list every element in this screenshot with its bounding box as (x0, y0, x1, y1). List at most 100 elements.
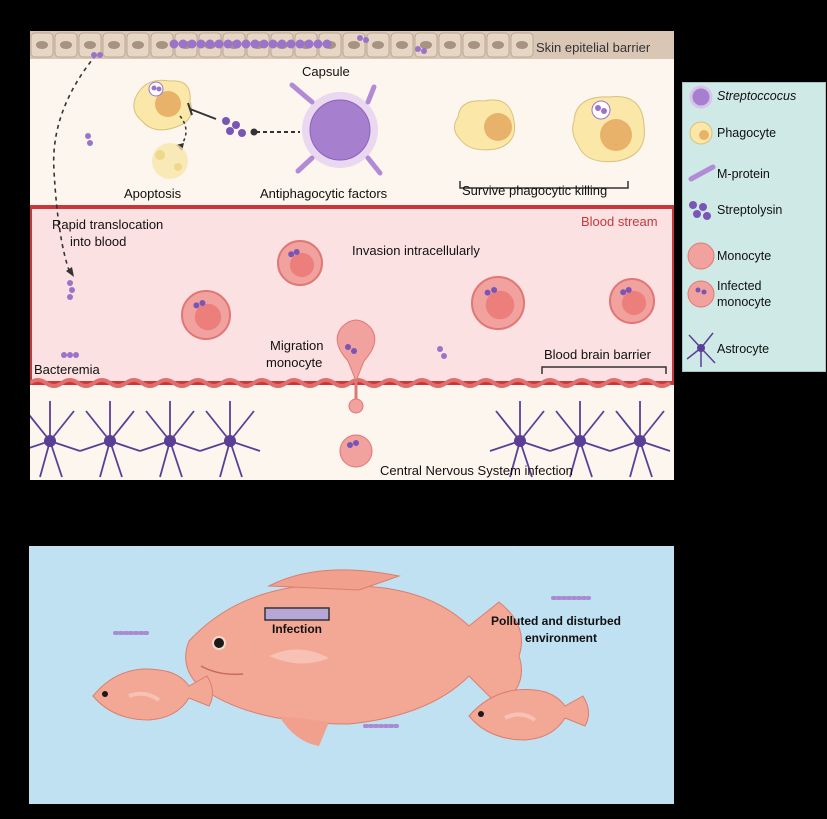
invasion-label: Invasion intracellularly (352, 243, 480, 258)
chain-bead (241, 39, 251, 49)
astrocyte-body (574, 435, 586, 447)
astrocyte-process (519, 410, 545, 442)
astrocyte-process (169, 410, 195, 442)
infected-monocyte-icon (687, 280, 715, 308)
chain-bead (196, 39, 206, 49)
legend-phagocyte: Phagocyte (717, 126, 777, 140)
skin-cell-nucleus (468, 41, 480, 49)
astrocyte-process (145, 410, 171, 442)
skin-cell-nucleus (108, 41, 120, 49)
chain-bead (169, 39, 179, 49)
astrocyte-process (159, 440, 171, 478)
astrocyte-process (569, 440, 581, 478)
astrocyte-process (555, 410, 581, 442)
astrocyte-process (579, 410, 605, 442)
chain-bead (250, 39, 260, 49)
free-bacteria (61, 35, 447, 359)
astrocyte-process (205, 410, 231, 442)
monocytes (181, 240, 655, 340)
legend-m-protein: M-protein (717, 167, 770, 181)
streptolysin-icon (689, 201, 711, 220)
legend: Streptoccocus Phagocyte M-protein Strept… (682, 82, 826, 372)
streptococcus-cell (309, 99, 371, 161)
infection-box (264, 607, 330, 621)
astrocyte-body (104, 435, 116, 447)
infection-label: Infection (272, 622, 322, 636)
chain-bead (223, 39, 233, 49)
skin-cell-nucleus (444, 41, 456, 49)
large-fish (185, 569, 522, 746)
chain-bead (313, 39, 323, 49)
legend-astrocyte: Astrocyte (717, 342, 770, 356)
astrocyte-process (519, 440, 533, 478)
m-protein-chain (169, 39, 332, 49)
intracellular-bacterium (491, 287, 498, 293)
skin-cell-nucleus (348, 41, 360, 49)
migration-label-2: monocyte (266, 355, 323, 370)
phagocyte-nucleus (155, 91, 181, 117)
capsule-label: Capsule (302, 64, 350, 79)
legend-streptolysin: Streptolysin (717, 203, 783, 217)
monocyte-icon (687, 242, 715, 270)
intracellular-bacterium (620, 289, 627, 296)
intracellular-bacterium (293, 249, 300, 255)
astrocyte-process (229, 440, 243, 478)
chain-bead (187, 39, 197, 49)
fish-drawing (92, 569, 591, 746)
chain-bead (304, 39, 314, 49)
intracellular-bacterium (193, 302, 200, 309)
legend-icons (686, 85, 716, 367)
astrocyte-process (615, 410, 641, 442)
skin-cell-nucleus (492, 41, 504, 49)
astrocyte-process (229, 410, 255, 442)
astrocyte-process (509, 440, 521, 478)
cns-monocyte (339, 434, 373, 468)
chain-bead (232, 39, 242, 49)
legend-monocyte: Monocyte (717, 249, 772, 263)
skin-cell-nucleus (420, 41, 432, 49)
apoptosis-label: Apoptosis (124, 186, 182, 201)
apoptotic-cell (152, 143, 188, 179)
astrocyte-process (639, 410, 665, 442)
astrocyte-process (495, 410, 521, 442)
antiphagocytic-label: Antiphagocytic factors (260, 186, 388, 201)
m-protein-icon (688, 164, 716, 182)
astrocyte-process (39, 440, 51, 478)
skin-barrier-label: Skin epitelial barrier (536, 40, 651, 55)
astrocyte-process (99, 440, 111, 478)
chain-bead (295, 39, 305, 49)
intracellular-bacterium (199, 300, 206, 306)
skin-cell-nucleus (36, 41, 48, 49)
astrocyte-process (629, 440, 641, 478)
blood-stream-label: Blood stream (581, 214, 658, 229)
chain-bead (286, 39, 296, 49)
astrocyte-body (44, 435, 56, 447)
astrocyte-process (109, 440, 123, 478)
chain-bead (322, 39, 332, 49)
astrocyte-body (164, 435, 176, 447)
astrocyte-process (219, 440, 231, 478)
skin-cell-nucleus (84, 41, 96, 49)
rapid-label-1: Rapid translocation (52, 217, 164, 232)
astrocyte-process (49, 440, 63, 478)
monocyte-nucleus (289, 252, 315, 278)
rapid-label-2: into blood (70, 234, 127, 249)
polluted-label-2: environment (525, 631, 598, 645)
astrocyte-process (579, 440, 593, 478)
monocyte-nucleus (621, 290, 647, 316)
astrocyte-body (634, 435, 646, 447)
skin-cell-nucleus (396, 41, 408, 49)
polluted-label-1: Polluted and disturbed (491, 614, 622, 628)
astrocyte-process (85, 410, 111, 442)
water-bacteria (113, 596, 591, 728)
environment-panel: Infection Polluted and disturbed environ… (29, 546, 674, 804)
legend-infected-2: monocyte (717, 295, 772, 309)
chain-bead (178, 39, 188, 49)
migration-label-1: Migration (270, 338, 324, 353)
legend-streptococcus: Streptoccocus (717, 89, 797, 103)
streptolysin-cluster (222, 117, 246, 137)
small-fish-right (468, 689, 589, 741)
chain-bead (214, 39, 224, 49)
m-proteins (289, 82, 383, 176)
intracellular-bacterium (288, 251, 295, 258)
